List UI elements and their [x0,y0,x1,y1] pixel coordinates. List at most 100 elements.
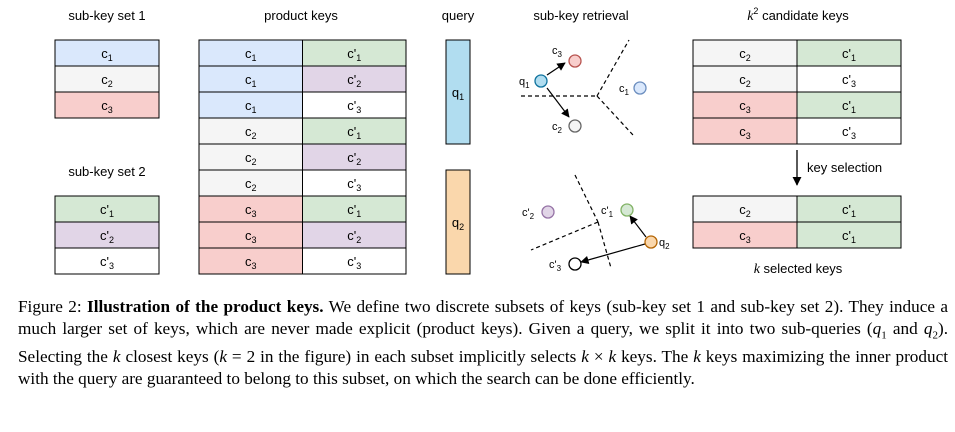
node-c2-label: c2 [552,121,563,135]
caption-eq: = 2 in the figure) in each subset implic… [226,347,582,367]
selected-key-cell-label: c2 [739,202,751,219]
subkey2-cell-label: c'2 [100,228,114,245]
selected-key-cell: c2 [692,195,798,223]
candidate-key-cell: c'1 [796,39,902,67]
product-key-cell-label: c3 [245,228,257,245]
product-key-cell: c'3 [302,91,407,119]
product-key-cell-label: c'1 [347,202,361,219]
product-key-cell-bg [302,247,407,275]
subkey2-cell: c'1 [54,195,160,223]
product-key-cell-bg [198,39,303,67]
subkey2-cell-label: c'3 [100,254,114,271]
caption-text-2: ). Selecting the [18,318,948,367]
product-key-cell-label: c1 [245,98,257,115]
product-key-cell-label: c'3 [347,176,361,193]
product-key-cell-label: c2 [245,176,257,193]
candidate-key-cell-label: c2 [739,46,751,63]
retrieval-arrow [546,87,570,118]
product-key-cell: c2 [198,117,303,145]
selected-key-cell-label: c3 [739,228,751,245]
subkey1-cell-bg [54,91,160,119]
caption-q2-sub: 2 [932,328,938,341]
product-key-cell: c'1 [302,117,407,145]
product-key-cell-label: c1 [245,46,257,63]
voronoi-line [530,221,599,251]
query-box-1: q1 [445,39,471,145]
subkey2-cell: c'2 [54,221,160,249]
product-key-cell-label: c'3 [347,254,361,271]
product-key-cell-bg [302,143,407,171]
candidate-key-cell-bg [692,117,798,145]
product-key-cell-label: c'3 [347,98,361,115]
caption-text-1: We define two discrete subsets of keys (… [18,297,948,338]
retrieval-graph-2: c'2 c'1 q2 c'3 [522,174,670,273]
product-key-cell-label: c2 [245,150,257,167]
candidate-key-cell: c'3 [796,65,902,93]
caption-prefix: Figure 2: [18,297,87,316]
header-k2-base: k [747,9,754,24]
header-candidate-keys: k2 candidate keys [747,6,849,24]
candidate-key-cell-label: c'1 [842,46,856,63]
product-key-cell: c1 [198,65,303,93]
product-keys-table: c1 c'1 c1 c'2 c1 c'3 c2 c'1 c2 c'2 c2 c'3 c3 c'1 c3 c'2… [198,39,407,275]
query-boxes: q1 q2 [445,39,471,275]
caption-text-4: keys. The [616,347,694,367]
subkey2-cell-bg [54,221,160,249]
product-key-cell: c'2 [302,65,407,93]
retrieval-arrow [629,215,647,238]
product-key-cell-label: c'1 [347,46,361,63]
voronoi-line [574,174,599,223]
candidate-key-cell-label: c2 [739,72,751,89]
caption-bold: Illustration of the product keys. [87,297,324,316]
query-label: q1 [452,85,464,102]
selected-key-cell: c'1 [796,195,902,223]
caption-k4: k [608,347,617,367]
product-key-cell: c3 [198,221,303,249]
product-key-cell: c'3 [302,169,407,197]
node-q1 [534,74,548,88]
product-key-cell-bg [302,65,407,93]
product-key-cell-bg [198,195,303,223]
caption-k1: k [112,347,121,367]
product-key-cell-bg [302,117,407,145]
product-key-cell-label: c'2 [347,150,361,167]
subkey1-cell: c2 [54,65,160,93]
product-key-cell: c'3 [302,247,407,275]
candidate-key-cell: c'1 [796,91,902,119]
product-key-cell-bg [302,91,407,119]
product-key-cell: c'1 [302,39,407,67]
candidate-key-cell-label: c3 [739,98,751,115]
retrieval-arrow [546,62,566,76]
product-key-cell: c1 [198,39,303,67]
caption-k5: k [693,347,701,367]
product-key-cell-label: c2 [245,124,257,141]
selected-key-cell-bg [796,221,902,249]
key-selection-label: key selection [807,160,882,175]
product-key-cell-label: c3 [245,254,257,271]
query-box-bg [445,169,471,275]
product-key-cell-label: c'2 [347,228,361,245]
product-key-cell-label: c1 [245,72,257,89]
selected-key-cell: c'1 [796,221,902,249]
node-c1-prime [620,203,634,217]
candidate-key-cell-bg [796,117,902,145]
subkey-set-2-table: c'1 c'2 c'3 [54,195,160,275]
caption-q2: q [923,318,933,338]
caption-k3: k [581,347,589,367]
product-key-cell-bg [302,39,407,67]
query-label: q2 [452,215,464,232]
product-key-cell: c1 [198,91,303,119]
caption-text-5: keys maximizing the inner product with t… [18,347,948,388]
caption-k2: k [219,347,227,367]
header-query: query [442,8,475,23]
subkey2-cell-bg [54,247,160,275]
product-key-cell-bg [302,221,407,249]
node-c3-prime-label: c'3 [549,259,562,273]
node-c2 [568,119,582,133]
candidate-key-cell: c'3 [796,117,902,145]
product-key-cell: c'2 [302,143,407,171]
subkey1-cell-label: c2 [101,72,113,89]
node-q2 [644,235,658,249]
